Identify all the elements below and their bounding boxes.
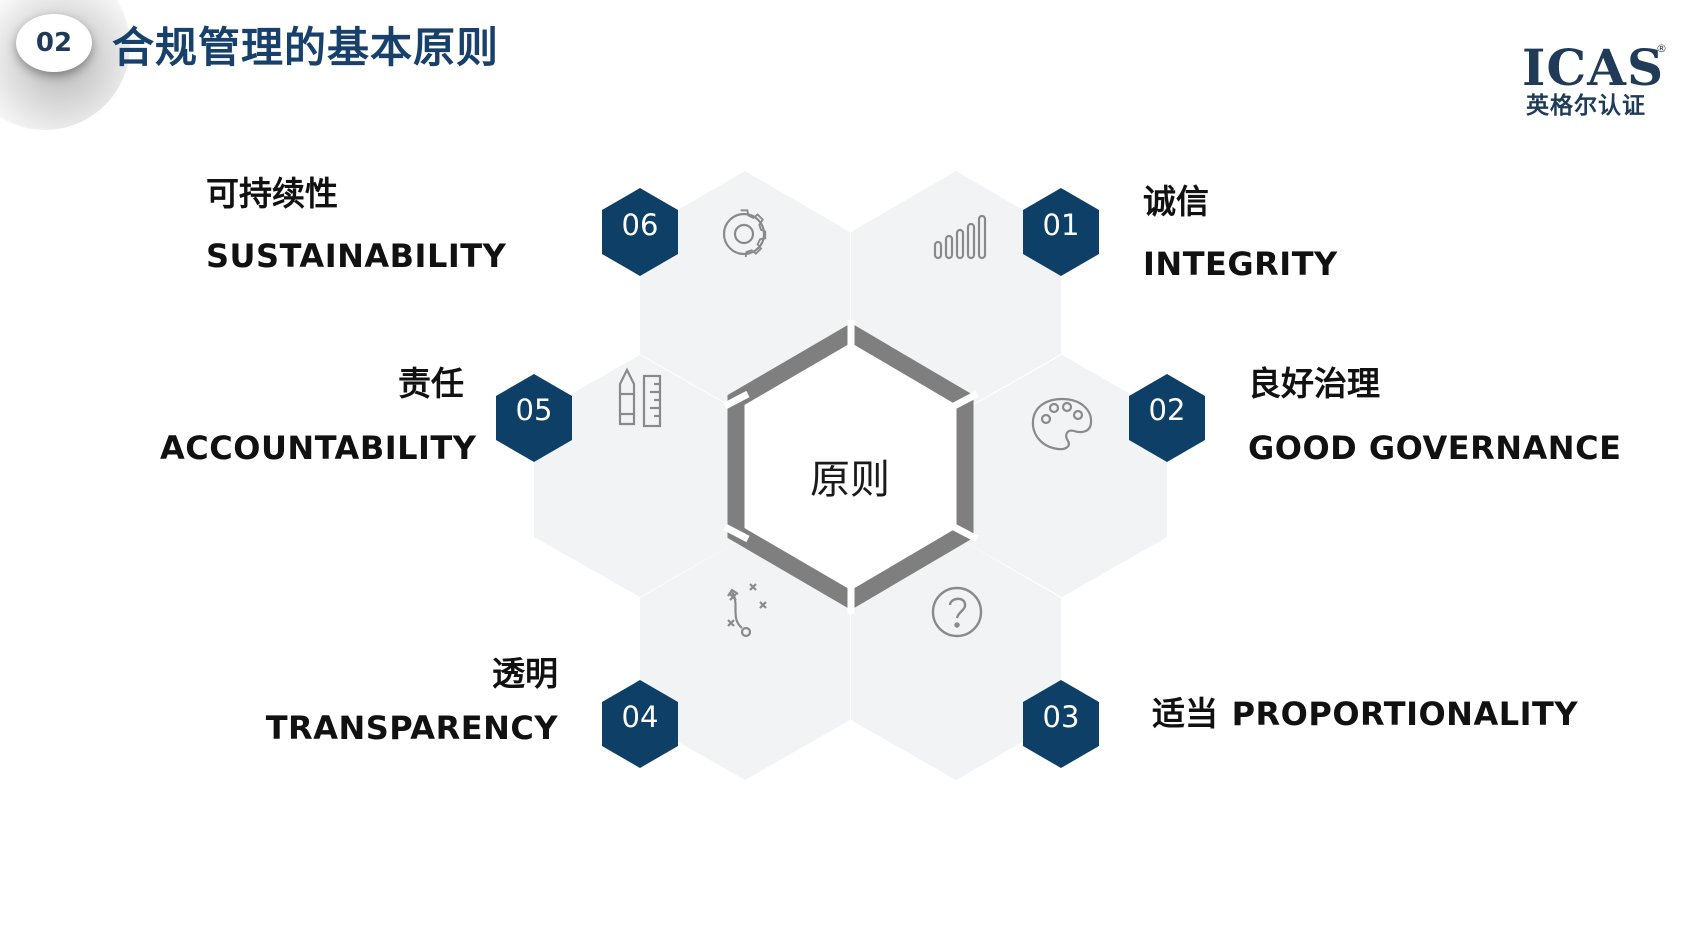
principle-02-en: GOOD GOVERNANCE — [1248, 429, 1622, 467]
badge-02: 02 — [1129, 374, 1205, 462]
principle-04-en: TRANSPARENCY — [265, 709, 558, 747]
principle-06-cn: 可持续性 — [206, 174, 338, 213]
badge-05: 05 — [496, 374, 572, 462]
logo-registered-mark: ® — [1656, 42, 1667, 55]
center-label: 原则 — [810, 457, 890, 503]
strategy-icon — [727, 583, 767, 638]
logo-subtitle: 英格尔认证 — [1526, 93, 1646, 119]
outer-hex-tiles — [534, 171, 1167, 780]
hex-tile-05 — [534, 355, 745, 597]
hex-tile-03 — [851, 537, 1061, 780]
principle-05-en: ACCOUNTABILITY — [160, 429, 477, 467]
principle-01-cn: 诚信 — [1143, 182, 1209, 221]
badge-03-number: 03 — [1043, 700, 1080, 734]
badge-04-number: 04 — [622, 700, 659, 734]
hex-tile-04 — [640, 537, 850, 780]
pencil-ruler-icon — [618, 367, 662, 428]
question-icon — [931, 586, 983, 638]
principle-01-en: INTEGRITY — [1143, 245, 1338, 283]
badge-03: 03 — [1023, 680, 1099, 768]
principle-02-cn: 良好治理 — [1248, 364, 1380, 403]
section-number-badge: 02 — [16, 14, 92, 72]
badge-05-number: 05 — [516, 393, 553, 427]
principle-06-label: 可持续性 SUSTAINABILITY — [206, 174, 506, 276]
bar-chart-icon — [933, 214, 987, 260]
principle-02-label: 良好治理 GOOD GOVERNANCE — [1248, 364, 1621, 468]
gear-icon — [722, 209, 767, 258]
center-ring-gaps — [723, 320, 979, 614]
principle-05-label: 责任 ACCOUNTABILITY — [160, 364, 477, 468]
principle-03-cn: 适当 — [1152, 694, 1218, 733]
badge-02-number: 02 — [1149, 393, 1186, 427]
icas-logo: ICAS ® 英格尔认证 — [1522, 38, 1668, 124]
badge-06: 06 — [602, 188, 678, 276]
principle-01-label: 诚信 INTEGRITY — [1143, 182, 1338, 284]
principle-06-en: SUSTAINABILITY — [206, 237, 507, 275]
badge-04: 04 — [602, 680, 678, 768]
principle-04-label: 透明 TRANSPARENCY — [250, 654, 558, 748]
palette-icon — [1031, 397, 1093, 451]
badge-01: 01 — [1023, 188, 1099, 276]
principle-03-label: 适当 PROPORTIONALITY — [1152, 694, 1578, 734]
logo-mark: ICAS — [1522, 38, 1665, 97]
slide-title: 合规管理的基本原则 — [112, 23, 500, 72]
center-hex-fill — [736, 333, 965, 600]
hex-tile-06 — [640, 171, 850, 414]
principle-05-cn: 责任 — [398, 364, 464, 403]
principle-03-en: PROPORTIONALITY — [1231, 695, 1579, 733]
hex-tile-02 — [956, 355, 1167, 597]
hex-tile-01 — [851, 171, 1061, 414]
badge-01-number: 01 — [1043, 208, 1080, 242]
badge-06-number: 06 — [622, 208, 659, 242]
principle-04-cn: 透明 — [492, 654, 558, 693]
